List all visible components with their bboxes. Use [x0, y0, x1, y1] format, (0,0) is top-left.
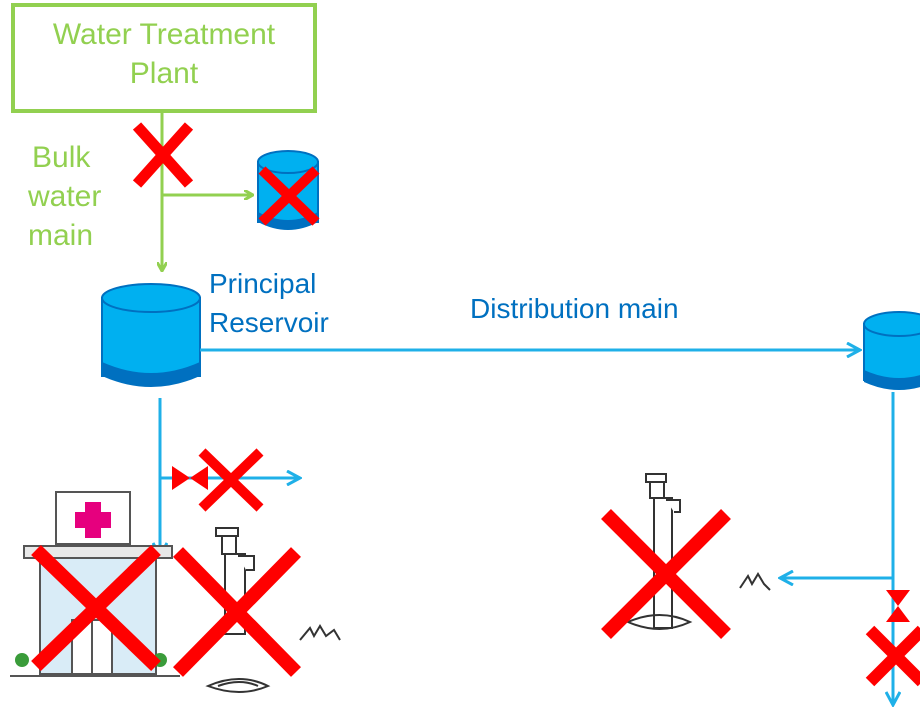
treatment-plant-box: Water Treatment Plant: [11, 3, 317, 113]
bulk-water-main: [162, 111, 252, 270]
principal-reservoir-label-line1: Principal: [209, 268, 316, 299]
valve-icon: [172, 466, 208, 490]
failure-cross-icon: [601, 509, 731, 639]
failure-cross-icon: [173, 547, 301, 677]
treatment-plant-label-line1: Water Treatment: [53, 18, 276, 51]
bulk-main-label-line3: main: [28, 219, 93, 252]
secondary-reservoir-icon: [863, 311, 920, 390]
principal-reservoir-icon: [101, 283, 201, 387]
failure-cross-icon: [132, 122, 194, 188]
failure-cross-icon: [198, 448, 264, 512]
failure-cross-icon: [865, 625, 920, 687]
distribution-main-label: Distribution main: [470, 293, 679, 324]
failure-cross-icon: [31, 544, 161, 672]
hospital-icon: [10, 491, 180, 677]
valve-icon: [886, 590, 910, 622]
bulk-main-label-line2: water: [27, 180, 101, 213]
treatment-plant-label-line2: Plant: [130, 57, 199, 90]
service-pipes-right: [780, 392, 893, 705]
principal-reservoir-label-line2: Reservoir: [209, 307, 329, 338]
failure-cross-icon: [258, 166, 320, 226]
bulk-main-label-line1: Bulk: [32, 141, 91, 174]
